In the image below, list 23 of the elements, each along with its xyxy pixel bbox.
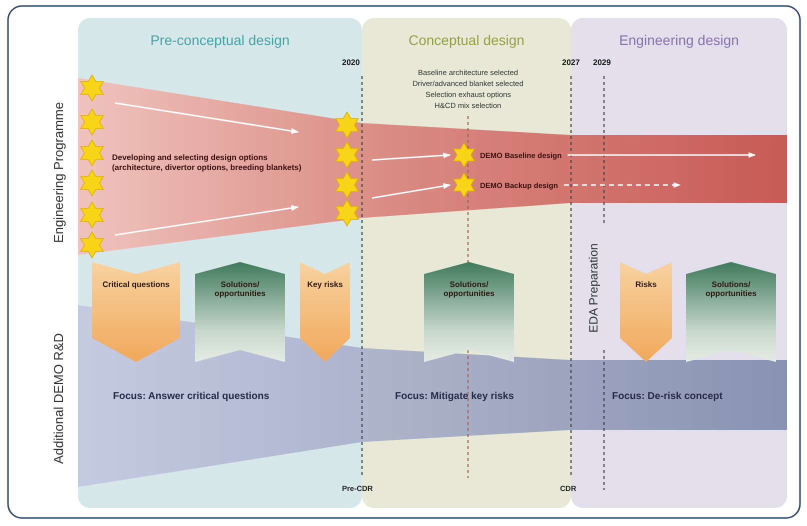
- row-heading: Additional DEMO R&D: [50, 332, 66, 464]
- phase-heading: Engineering design: [618, 32, 740, 48]
- year-label: 2020: [342, 58, 360, 67]
- phase-label: EDA Preparation: [586, 243, 600, 333]
- risk-tag: Risks: [620, 262, 672, 362]
- milestone-design: [452, 173, 558, 197]
- solution-tag: Solutions/ opportunities: [424, 262, 514, 362]
- focus-text: Focus: Answer critical questions: [113, 391, 270, 402]
- focus-text: Focus: De-risk concept: [612, 391, 723, 402]
- year-label: 2029: [593, 58, 611, 67]
- phase-heading: Conceptual design: [408, 32, 526, 48]
- arrow: [372, 152, 451, 161]
- solution-tag: Solutions/ opportunities: [686, 262, 776, 362]
- milestone-design: [452, 143, 562, 167]
- arrow: [564, 182, 681, 188]
- band-text: Developing and selecting design options (architecture, divertor options, breeding blankets): [112, 153, 312, 193]
- year-label: 2027: [562, 58, 580, 67]
- focus-text: Focus: Mitigate key risks: [395, 391, 514, 402]
- phase-heading: Pre-conceptual design: [149, 32, 291, 48]
- arrow: [568, 152, 756, 158]
- row-heading: Engineering Programme: [50, 102, 66, 242]
- solution-tag: Solutions/ opportunities: [195, 262, 285, 362]
- arrow: [372, 183, 451, 199]
